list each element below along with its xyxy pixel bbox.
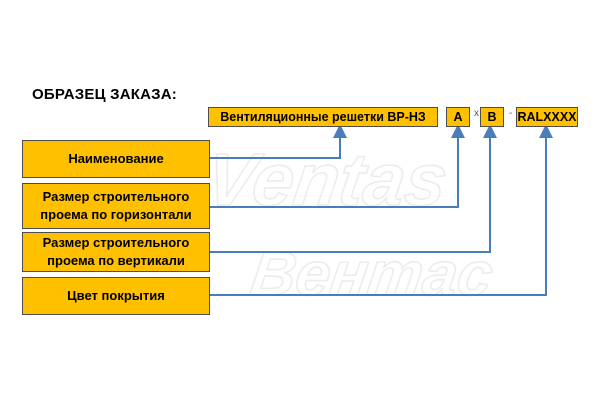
field-horizontal-label-line2: проема по горизонтали [40, 207, 192, 222]
connector-name [210, 124, 347, 159]
watermark-text-latin: Ventas [201, 138, 453, 221]
field-vertical-label-line2: проема по вертикали [47, 253, 185, 268]
dimension-a-label: A [453, 109, 463, 124]
dimension-b-box: B [480, 107, 504, 127]
field-horizontal-box: Размер строительного проема по горизонта… [22, 183, 210, 229]
connector-horizontal [210, 124, 465, 208]
field-vertical-box: Размер строительного проема по вертикали [22, 232, 210, 272]
connector-vertical [210, 124, 497, 253]
field-vertical-label-line1: Размер строительного [42, 235, 190, 251]
product-code-label: Вентиляционные решетки ВР-НЗ [220, 109, 426, 124]
field-coating-label: Цвет покрытия [67, 288, 165, 304]
page-title: ОБРАЗЕЦ ЗАКАЗА: [32, 86, 177, 103]
separator-dash: - [509, 108, 513, 119]
connector-coating [210, 124, 553, 296]
dimension-b-label: B [487, 109, 497, 124]
color-code-label: RALXXXX [517, 109, 577, 124]
field-horizontal-label-line1: Размер строительного [42, 189, 190, 205]
field-coating-box: Цвет покрытия [22, 277, 210, 315]
separator-x: x [474, 108, 479, 119]
watermark-text-cyrillic: Вентас [247, 240, 497, 309]
field-name-label: Наименование [68, 151, 164, 167]
field-name-box: Наименование [22, 140, 210, 178]
dimension-a-box: A [446, 107, 470, 127]
product-code-box: Вентиляционные решетки ВР-НЗ [208, 107, 438, 127]
color-code-box: RALXXXX [516, 107, 578, 127]
